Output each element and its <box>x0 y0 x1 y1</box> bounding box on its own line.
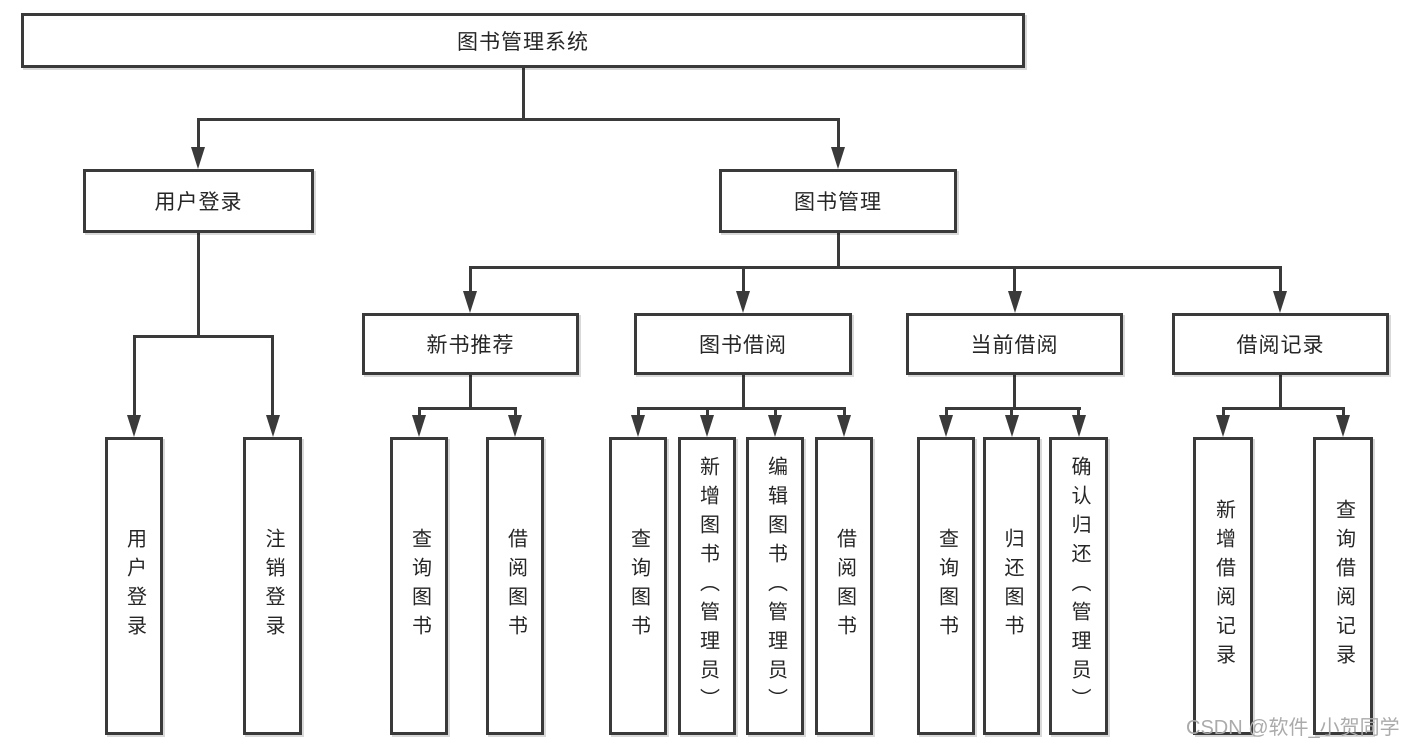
arrow-to-leaf-user-login <box>132 335 136 415</box>
leaf-edit-book: 编辑图书（管理员） <box>746 437 804 735</box>
edge-new-book-stub <box>468 375 472 409</box>
arrow-to-new-book-recommend <box>468 266 472 291</box>
leaf-add-borrow-record: 新增借阅记录 <box>1193 437 1253 735</box>
edge-book-borrow-split <box>636 407 846 410</box>
node-book-borrow: 图书借阅 <box>634 313 852 375</box>
edge-book-management-stub <box>836 233 840 268</box>
arrow-to-current-borrow <box>1013 266 1016 291</box>
arrow-to-leaf-borrow-book-1 <box>513 407 517 415</box>
arrow-to-user-login <box>196 118 200 147</box>
leaf-return-book: 归还图书 <box>983 437 1040 735</box>
leaf-query-book-2: 查询图书 <box>609 437 667 735</box>
leaf-confirm-return: 确认归还（管理员） <box>1049 437 1108 735</box>
leaf-add-book: 新增图书（管理员） <box>678 437 736 735</box>
arrow-to-leaf-add-record <box>1221 407 1225 415</box>
arrow-to-leaf-logout <box>271 335 274 415</box>
edge-root-stub <box>521 68 525 120</box>
leaf-borrow-book-1: 借阅图书 <box>486 437 544 735</box>
leaf-logout: 注销登录 <box>243 437 302 735</box>
arrow-to-leaf-query-book-3 <box>944 407 948 415</box>
edge-borrow-record-split <box>1221 407 1345 410</box>
edge-root-split <box>196 118 840 121</box>
arrow-to-book-borrow <box>741 266 745 291</box>
edge-book-management-split <box>468 266 1282 269</box>
leaf-borrow-book-2: 借阅图书 <box>815 437 873 735</box>
csdn-watermark: CSDN @软件_小贺同学 <box>1186 717 1400 739</box>
leaf-query-borrow-record: 查询借阅记录 <box>1313 437 1373 735</box>
edge-new-book-split <box>417 407 517 410</box>
arrow-to-leaf-add-book <box>705 407 709 415</box>
arrow-to-leaf-query-record <box>1341 407 1345 415</box>
edge-user-login-split <box>132 335 274 338</box>
edge-user-login-stub <box>196 233 200 337</box>
node-current-borrow: 当前借阅 <box>906 313 1123 375</box>
arrow-to-leaf-return-book <box>1010 407 1013 415</box>
node-borrow-record: 借阅记录 <box>1172 313 1389 375</box>
leaf-query-book-3: 查询图书 <box>917 437 975 735</box>
node-user-login: 用户登录 <box>83 169 314 233</box>
leaf-query-book-1: 查询图书 <box>390 437 448 735</box>
node-book-management: 图书管理 <box>719 169 957 233</box>
edge-book-borrow-stub <box>741 375 745 409</box>
arrow-to-borrow-record <box>1278 266 1282 291</box>
arrow-to-leaf-edit-book <box>773 407 777 415</box>
node-new-book-recommend: 新书推荐 <box>362 313 579 375</box>
edge-current-borrow-stub <box>1013 375 1016 409</box>
arrow-to-leaf-borrow-book-2 <box>842 407 846 415</box>
edge-borrow-record-stub <box>1278 375 1282 409</box>
leaf-user-login: 用户登录 <box>105 437 163 735</box>
node-root: 图书管理系统 <box>21 13 1025 68</box>
arrow-to-leaf-query-book-1 <box>417 407 421 415</box>
arrow-to-leaf-query-book-2 <box>636 407 640 415</box>
arrow-to-leaf-confirm-return <box>1077 407 1080 415</box>
arrow-to-book-management <box>836 118 840 147</box>
